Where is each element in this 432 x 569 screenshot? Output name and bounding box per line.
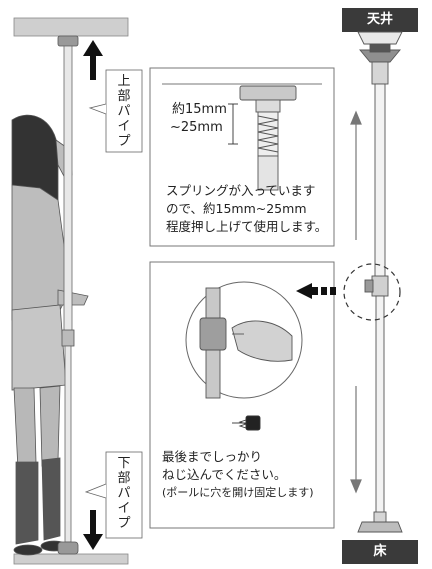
screw-text-line-1: 最後までしっかり	[162, 449, 263, 464]
upper-pipe-box	[105, 69, 143, 153]
screw-text-line-2: ねじ込んでください。	[162, 467, 287, 482]
right-pole	[357, 31, 403, 533]
screw-icon	[232, 415, 261, 431]
left-pole	[57, 35, 79, 555]
spring-text-line-3: 程度押し上げて使用します。	[166, 219, 328, 234]
ceiling-label: 天井	[366, 12, 393, 27]
hand-detail	[199, 287, 293, 399]
floor-plate	[13, 553, 129, 565]
floor-cap	[342, 540, 418, 564]
screw-text-line-3: (ポールに穴を開け固定します)	[162, 486, 314, 499]
spring-text-line-2: ので、約15mm~25mm	[166, 201, 307, 216]
measure-top: 約15mm	[172, 102, 227, 117]
up-arrow	[83, 40, 103, 80]
dashed-arrow	[296, 283, 336, 299]
woman-figure	[11, 114, 89, 556]
ceiling-cap	[342, 8, 418, 32]
down-arrow	[83, 510, 103, 550]
lower-pipe-label: 下部パイプ	[117, 456, 131, 531]
floor-label: 床	[373, 544, 387, 559]
measure-bottom: ~25mm	[170, 120, 223, 135]
lower-pipe-box	[105, 451, 143, 539]
spring-text-line-1: スプリングが入っています	[166, 183, 316, 198]
spring-detail	[162, 83, 322, 191]
ceiling-plate	[13, 17, 129, 37]
pole-motion-arrows	[350, 110, 362, 494]
upper-pipe-label: 上部パイプ	[117, 74, 131, 149]
joint-dashed-circle	[343, 263, 401, 321]
